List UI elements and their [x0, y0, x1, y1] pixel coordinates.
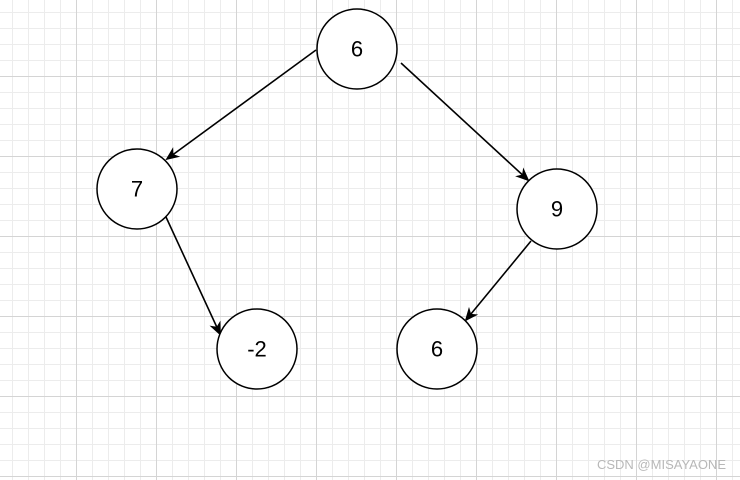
node-label: 9: [551, 197, 563, 222]
node-label: 6: [351, 37, 363, 62]
edge-left-to-left-child: [165, 216, 221, 336]
edge-right-to-left-child: [464, 240, 532, 322]
node-label: 6: [431, 337, 443, 362]
node-circle: [96, 148, 178, 230]
node-circle: [316, 8, 398, 90]
tree-node-root: 6: [316, 8, 398, 90]
edge-root-to-left: [165, 49, 317, 161]
edges: [165, 49, 532, 336]
tree-node-left: 7: [96, 148, 178, 230]
node-circle: [396, 308, 478, 390]
watermark-text: CSDN @MISAYAONE: [596, 457, 726, 472]
node-circle: [516, 168, 598, 250]
tree-node-right: 9: [516, 168, 598, 250]
node-label: -2: [247, 337, 267, 362]
node-circle: [216, 308, 298, 390]
tree-node-right-left: 6: [396, 308, 478, 390]
node-label: 7: [131, 177, 143, 202]
edge-root-to-right: [400, 62, 530, 182]
tree-node-left-left: -2: [216, 308, 298, 390]
